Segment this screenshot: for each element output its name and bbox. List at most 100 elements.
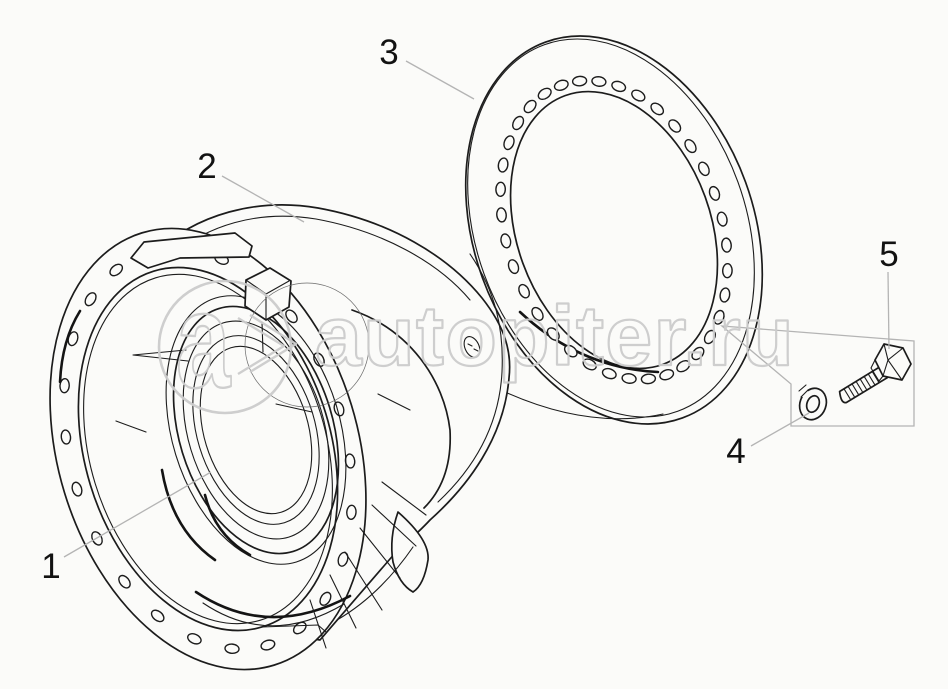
hole <box>518 283 531 299</box>
watermark-logo-arrow-icon <box>237 313 298 376</box>
bolt-head-collar <box>870 359 884 382</box>
hole <box>59 378 70 394</box>
hole <box>285 309 298 324</box>
hole <box>507 259 520 275</box>
hub-bottom-arc-thin <box>202 602 345 627</box>
hole <box>621 373 637 384</box>
flange-face-tick-2 <box>275 403 313 413</box>
hub-bore-rings <box>160 295 347 565</box>
detail-indicator-circle <box>244 282 370 408</box>
bore-ring-5 <box>199 345 313 515</box>
flange-top-tab <box>130 232 253 269</box>
tone-ring-inner-shadow <box>518 310 660 374</box>
spline-line <box>329 574 357 629</box>
drum-neck-line <box>351 309 452 509</box>
bolt-head-facets <box>882 343 904 381</box>
watermark: a autopiter.ru <box>157 264 795 418</box>
tone-ring-hole-pattern <box>495 75 733 385</box>
thread <box>855 380 863 393</box>
callout-leader-1 <box>63 471 212 558</box>
hole <box>716 211 728 227</box>
spline-line <box>359 527 401 579</box>
watermark-text: autopiter.ru <box>315 289 795 383</box>
bore-ring-2 <box>172 305 340 555</box>
thread <box>843 388 851 400</box>
part-4-lock-washer <box>798 384 828 421</box>
hole <box>697 161 710 177</box>
spline-line <box>309 599 327 649</box>
callout-label-4: 4 <box>726 432 745 471</box>
flange-inner-shadow-arc <box>58 309 82 384</box>
thread <box>847 385 855 397</box>
plug-marks <box>467 343 479 352</box>
hole <box>650 102 665 116</box>
tone-ring-rim-line <box>467 38 755 418</box>
hole <box>611 80 627 93</box>
hole <box>546 327 560 341</box>
part-3-tone-ring <box>464 35 764 425</box>
hole <box>109 263 124 277</box>
washer-inner <box>805 394 821 414</box>
callout-label-5: 5 <box>879 235 898 274</box>
callout-leader-5 <box>887 271 890 350</box>
callout-leader-4 <box>750 412 810 447</box>
hole <box>500 233 512 249</box>
callout-label-3: 3 <box>379 33 398 72</box>
hole <box>495 181 507 197</box>
thread <box>851 383 859 395</box>
hole <box>719 287 731 303</box>
casting-sliver-line <box>132 349 189 362</box>
hole <box>721 263 733 279</box>
tone-ring-outer-edge <box>464 35 764 425</box>
bore-ring-4 <box>192 335 320 525</box>
hole <box>319 591 332 606</box>
callout-label-2: 2 <box>197 147 216 186</box>
drum-right-lip-line <box>437 253 503 503</box>
hole <box>553 79 569 92</box>
hole <box>346 504 357 520</box>
tone-ring-outer-shadow <box>504 391 664 420</box>
thread <box>863 376 872 388</box>
hole <box>531 306 544 321</box>
plug-outline <box>463 336 481 358</box>
spline-line <box>371 504 417 547</box>
flange-face-tick-1 <box>115 420 147 433</box>
hole <box>84 292 97 307</box>
hole <box>659 368 675 381</box>
hole <box>60 429 72 445</box>
hole <box>563 344 578 358</box>
hole <box>71 481 83 497</box>
hole <box>571 75 588 87</box>
tone-ring-inner-edge <box>509 90 719 370</box>
hole <box>721 237 732 253</box>
thread <box>871 371 880 383</box>
drum-face-plug-detail <box>463 336 481 358</box>
hole <box>313 352 325 367</box>
hole <box>537 87 552 101</box>
hole <box>640 373 657 385</box>
bolt-threads <box>843 371 880 400</box>
hole <box>523 99 537 114</box>
hole <box>224 643 240 655</box>
hole <box>187 633 202 645</box>
hole <box>260 639 276 651</box>
hole <box>512 115 525 131</box>
hole <box>713 309 725 325</box>
part-5-hex-bolt <box>838 343 912 404</box>
bore-ring-1 <box>165 295 347 565</box>
spline-line <box>344 551 383 611</box>
hole <box>591 76 607 87</box>
hole <box>631 89 646 102</box>
callout-leader-3 <box>405 60 475 100</box>
bore-ring-3 <box>182 320 330 540</box>
drum-spline-shading <box>309 481 427 649</box>
drum-lower-edge <box>336 546 414 621</box>
washer-split-edges <box>798 384 809 398</box>
hole <box>503 135 515 151</box>
bore-shadow-arc-inner <box>203 493 252 557</box>
hole <box>691 346 705 361</box>
hole <box>496 207 507 223</box>
hole <box>582 358 597 371</box>
fastener-detail-box <box>720 325 915 427</box>
